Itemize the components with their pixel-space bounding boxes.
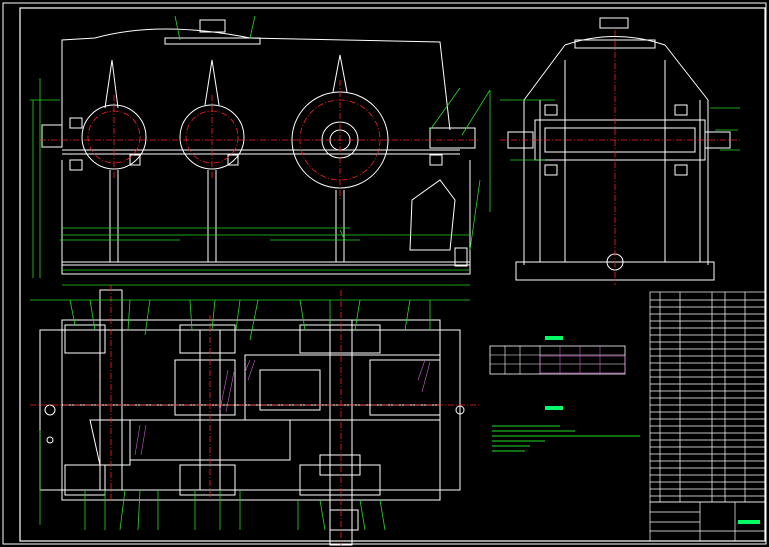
- drawing-frame: [19, 7, 766, 542]
- plan-view-leaders: [30, 299, 470, 531]
- inspection-cover: [164, 37, 261, 45]
- technical-requirements: [492, 406, 640, 452]
- characteristics-table: [489, 336, 626, 375]
- breather-plug: [199, 19, 226, 33]
- plan-view-centerlines: [30, 285, 480, 545]
- housing-base-outline: [61, 160, 471, 266]
- plan-housing-outline: [39, 329, 461, 491]
- input-shaft: [41, 124, 63, 148]
- side-breather: [599, 17, 629, 29]
- parts-list: [649, 291, 766, 503]
- side-view-leaders: [500, 99, 740, 161]
- side-housing-outline: [523, 36, 709, 265]
- front-view: [41, 19, 476, 275]
- title-block: [649, 501, 766, 542]
- front-view-leaders: [30, 15, 491, 286]
- housing-foot: [61, 261, 471, 275]
- front-view-centerlines: [40, 80, 480, 200]
- output-shaft: [429, 127, 476, 149]
- oil-gauge: [409, 179, 456, 251]
- side-view: [507, 17, 731, 281]
- side-view-centerlines: [500, 30, 740, 285]
- plan-view-hatch: [134, 359, 431, 456]
